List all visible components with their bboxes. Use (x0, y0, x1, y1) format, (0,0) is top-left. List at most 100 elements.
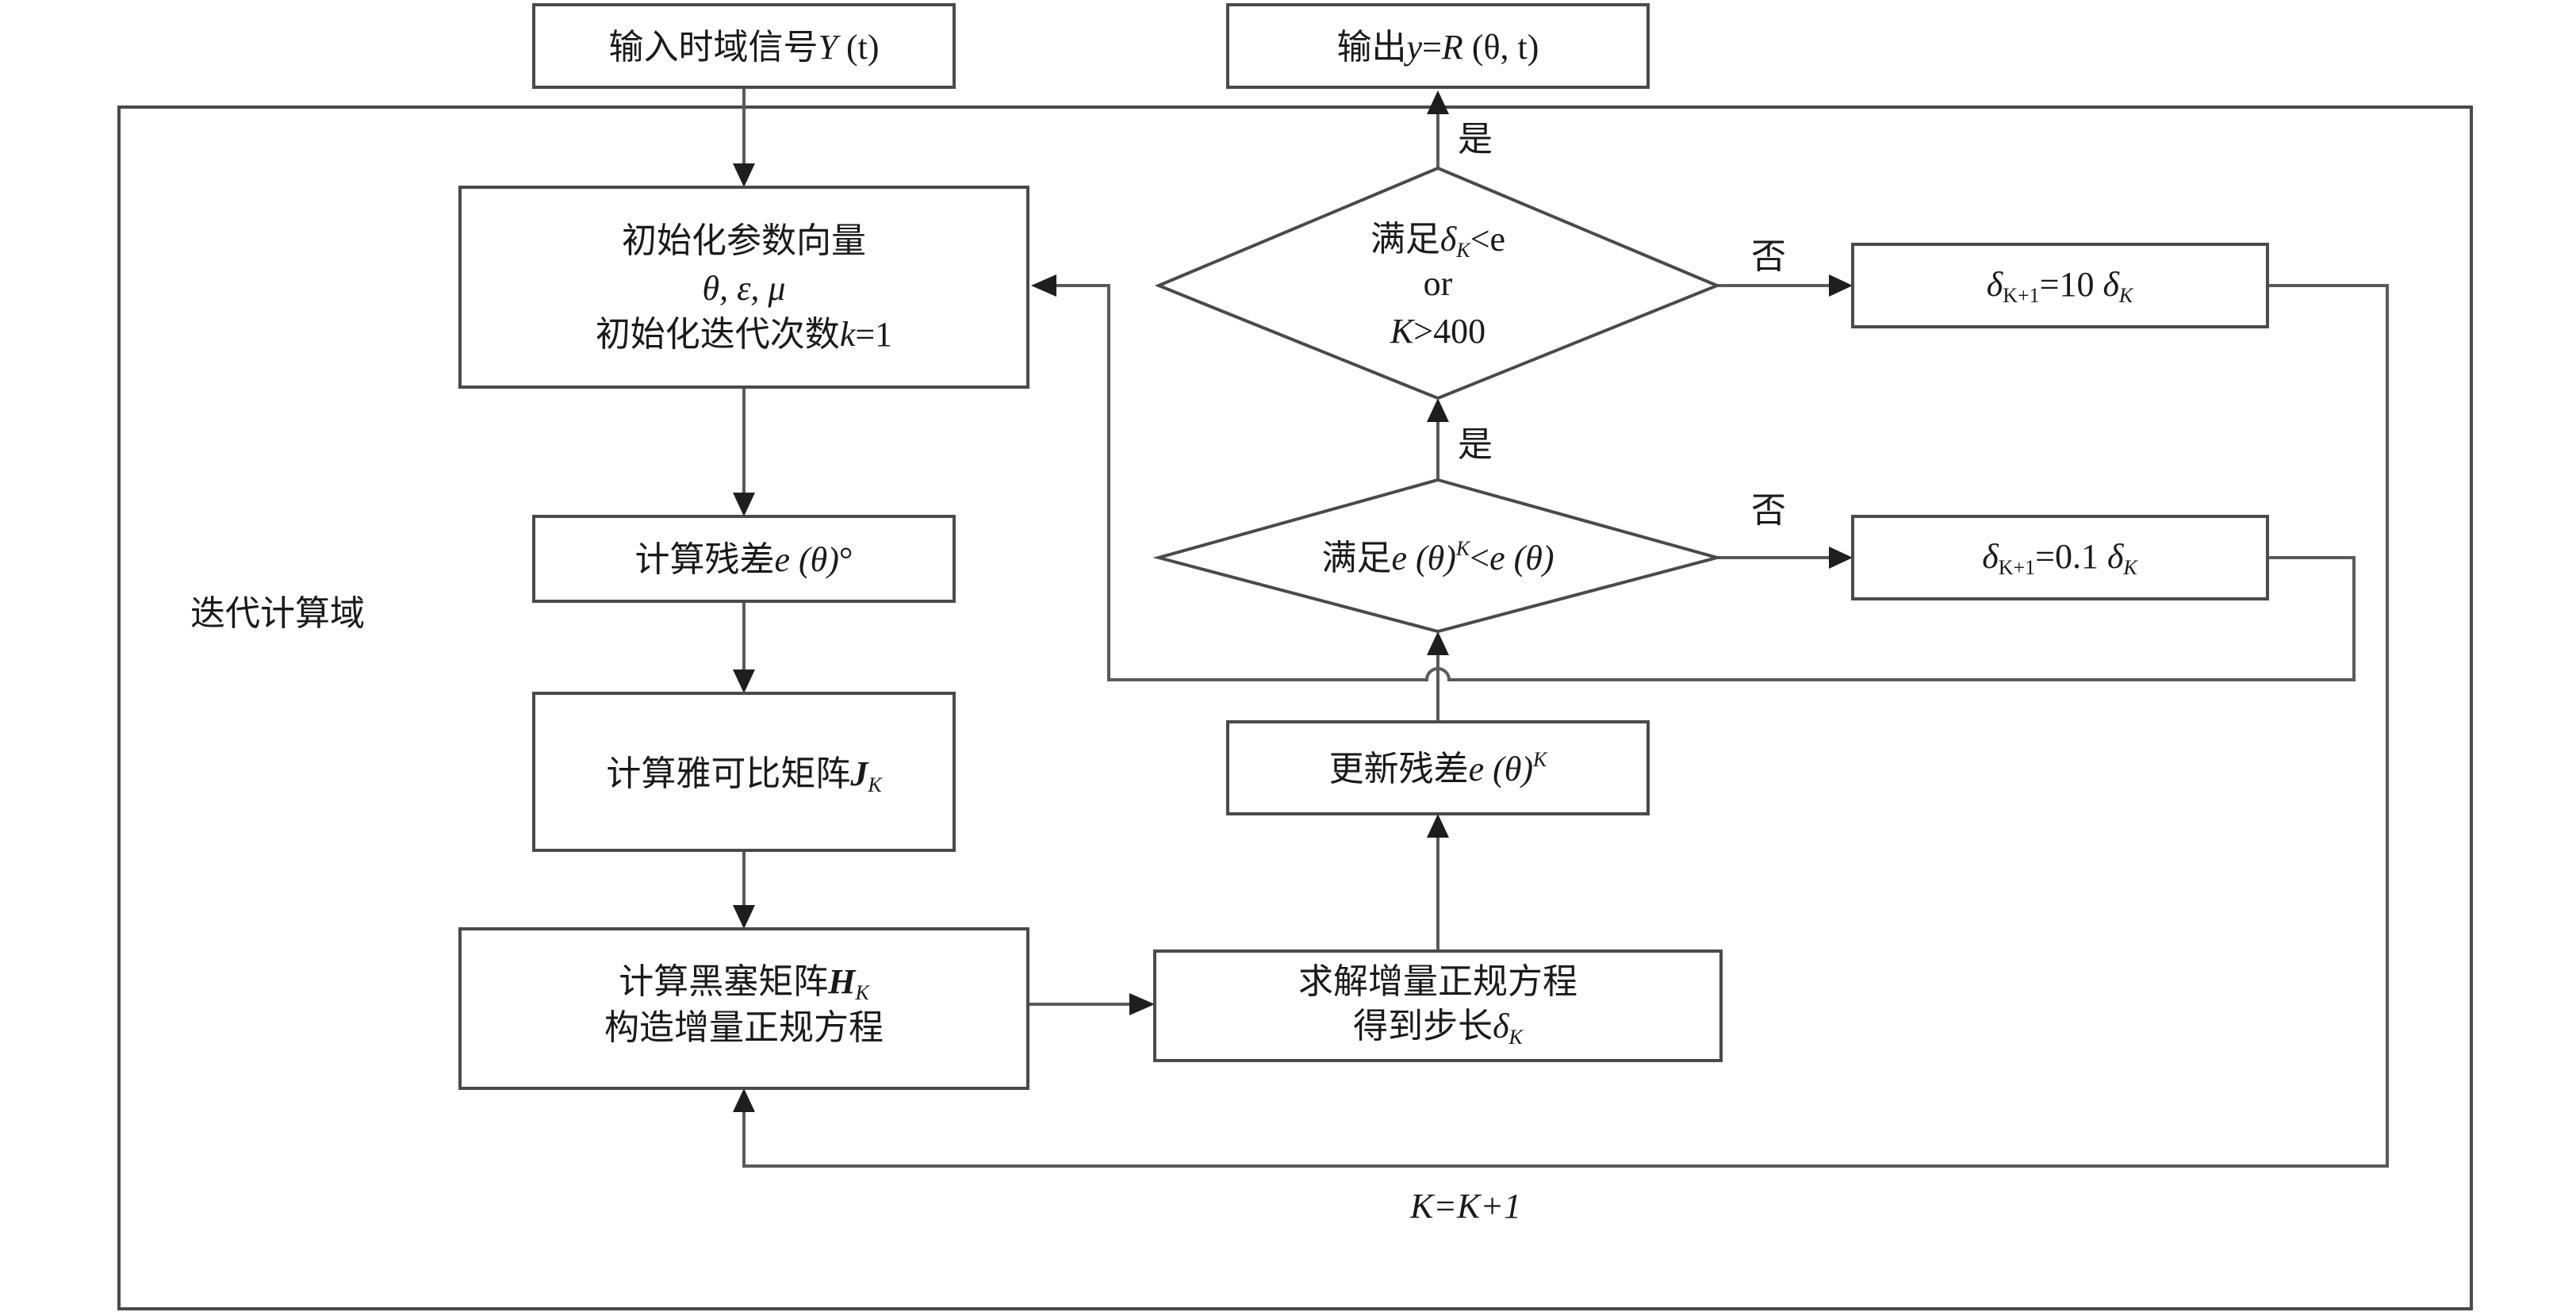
arrowhead-shrink-feedback (1031, 274, 1056, 297)
decision-step-suffix: <e (1470, 220, 1505, 259)
init-iter-prefix: 初始化迭代次数 (596, 315, 840, 354)
damping-decrease-box (1851, 515, 2269, 600)
init-params-line1: 初始化参数向量 (622, 221, 866, 260)
output-eq: = (1422, 28, 1442, 67)
decision-residual-prefix: 满足 (1321, 539, 1391, 577)
decision-step-line1: 满足δK<e (1370, 220, 1505, 262)
arrowhead-decision-no-upper (1829, 274, 1853, 297)
output-box (1226, 3, 1650, 89)
arrowhead-jacobian-hessian (733, 905, 755, 929)
compute-residual-box (532, 515, 956, 603)
decision-step-diamond (1154, 166, 1722, 401)
jacobian-prefix: 计算雅可比矩阵 (606, 754, 850, 793)
arrowhead-decision-yes (1427, 398, 1449, 422)
grow-sub: K+1 (2003, 284, 2039, 307)
no-label-lower: 否 (1751, 491, 1786, 530)
residual-expr: e (θ) (774, 540, 838, 579)
solve-line1: 求解增量正规方程 (1298, 962, 1577, 1001)
shrink-sym2: δ (2107, 537, 2125, 576)
hessian-box (458, 927, 1029, 1090)
damping-increase-box (1851, 243, 2269, 328)
decision-residual-text: 满足e (θ)K<e (θ) (1321, 537, 1554, 577)
grow-sym: δ (1987, 265, 2004, 304)
init-params-line3: 初始化迭代次数k=1 (596, 315, 892, 354)
init-params-line2: θ, ε, μ (702, 269, 785, 308)
input-signal-arg: (t) (838, 28, 880, 67)
iteration-domain-frame (117, 105, 2473, 1310)
residual-prefix: 计算残差 (634, 540, 774, 579)
jacobian-text: 计算雅可比矩阵JK (606, 754, 883, 796)
grow-eq: =10 (2040, 265, 2103, 304)
shrink-sub2: K (2122, 556, 2138, 579)
init-params-box (458, 186, 1029, 389)
iteration-domain-label: 迭代计算域 (190, 594, 365, 633)
solve-line2: 得到步长δK (1353, 1007, 1524, 1049)
decision-residual-op: < (1470, 539, 1489, 577)
damping-increase-text: δK+1=10 δK (1987, 265, 2134, 307)
arrowhead-init-residual (733, 493, 755, 516)
solve-sym: δ (1493, 1007, 1510, 1045)
residual-suffix: ° (839, 540, 853, 579)
output-var: y (1404, 28, 1423, 67)
decision-step-sym: δ (1440, 220, 1458, 259)
grow-sub2: K (2118, 284, 2134, 307)
input-signal-text: 输入时域信号Y (t) (608, 28, 879, 67)
decision-residual-rhs: e (θ) (1489, 539, 1554, 577)
output-prefix: 输出 (1337, 28, 1407, 67)
hessian-line2: 构造增量正规方程 (604, 1008, 884, 1047)
jacobian-sub: K (867, 773, 883, 796)
decision-step-var: K (1390, 312, 1416, 351)
solve-equation-box (1153, 949, 1723, 1062)
decision-step-limit: >400 (1413, 312, 1485, 351)
decision-step-sub: K (1455, 239, 1471, 262)
decision-step-prefix: 满足 (1370, 220, 1440, 259)
loop-counter-label: K=K+1 (1409, 1187, 1521, 1226)
input-signal-var: Y (818, 28, 841, 67)
shrink-sym: δ (1982, 537, 1999, 576)
yes-label-upper: 是 (1458, 120, 1493, 159)
no-label-upper: 否 (1751, 237, 1786, 276)
connector-shrink-feedback (1056, 284, 2356, 681)
decision-step-line3: K>400 (1390, 312, 1485, 351)
arrowhead-decision-no-lower (1829, 547, 1853, 569)
arrowhead-solve-update (1427, 814, 1449, 838)
arrowhead-grow-loop (733, 1088, 755, 1112)
update-residual-text: 更新残差e (θ)K (1329, 748, 1548, 788)
arrowhead-hessian-solve (1129, 993, 1155, 1015)
yes-label-lower: 是 (1458, 425, 1493, 464)
input-signal-prefix: 输入时域信号 (608, 28, 818, 67)
decision-residual-diamond (1152, 478, 1723, 634)
arrowhead-output-yes (1427, 90, 1449, 114)
update-residual-box (1226, 720, 1650, 815)
input-signal-box (532, 3, 956, 89)
arrowhead-input-init (733, 163, 755, 187)
init-iter-suffix: =1 (855, 315, 892, 354)
decision-residual-lhs: e (θ) (1391, 539, 1455, 577)
update-prefix: 更新残差 (1329, 750, 1469, 788)
hessian-sub: K (854, 981, 870, 1004)
update-expr: e (θ) (1469, 750, 1533, 788)
solve-sub: K (1508, 1026, 1524, 1049)
decision-step-line2: or (1424, 264, 1453, 303)
hessian-line1: 计算黑塞矩阵HK (619, 962, 870, 1004)
output-text: 输出y=R (θ, t) (1337, 28, 1539, 67)
damping-decrease-text: δK+1=0.1 δK (1982, 537, 2138, 579)
output-args: (θ, t) (1463, 28, 1539, 67)
arrowhead-residual-jacobian (733, 669, 755, 693)
grow-sym2: δ (2103, 265, 2120, 304)
hessian-sym: H (827, 962, 857, 1001)
output-func: R (1441, 28, 1463, 67)
shrink-sub: K+1 (1999, 556, 2035, 579)
decision-residual-sup: K (1455, 537, 1471, 560)
init-iter-var: k (840, 315, 857, 354)
compute-residual-text: 计算残差e (θ)° (634, 540, 853, 579)
jacobian-sym: J (849, 754, 869, 793)
arrowhead-update-decision (1427, 631, 1449, 655)
hessian-prefix: 计算黑塞矩阵 (619, 962, 828, 1001)
connector-grow-loop (742, 284, 2389, 1168)
update-sup: K (1532, 748, 1548, 771)
solve-prefix: 得到步长 (1353, 1007, 1493, 1045)
shrink-eq: =0.1 (2035, 537, 2107, 576)
